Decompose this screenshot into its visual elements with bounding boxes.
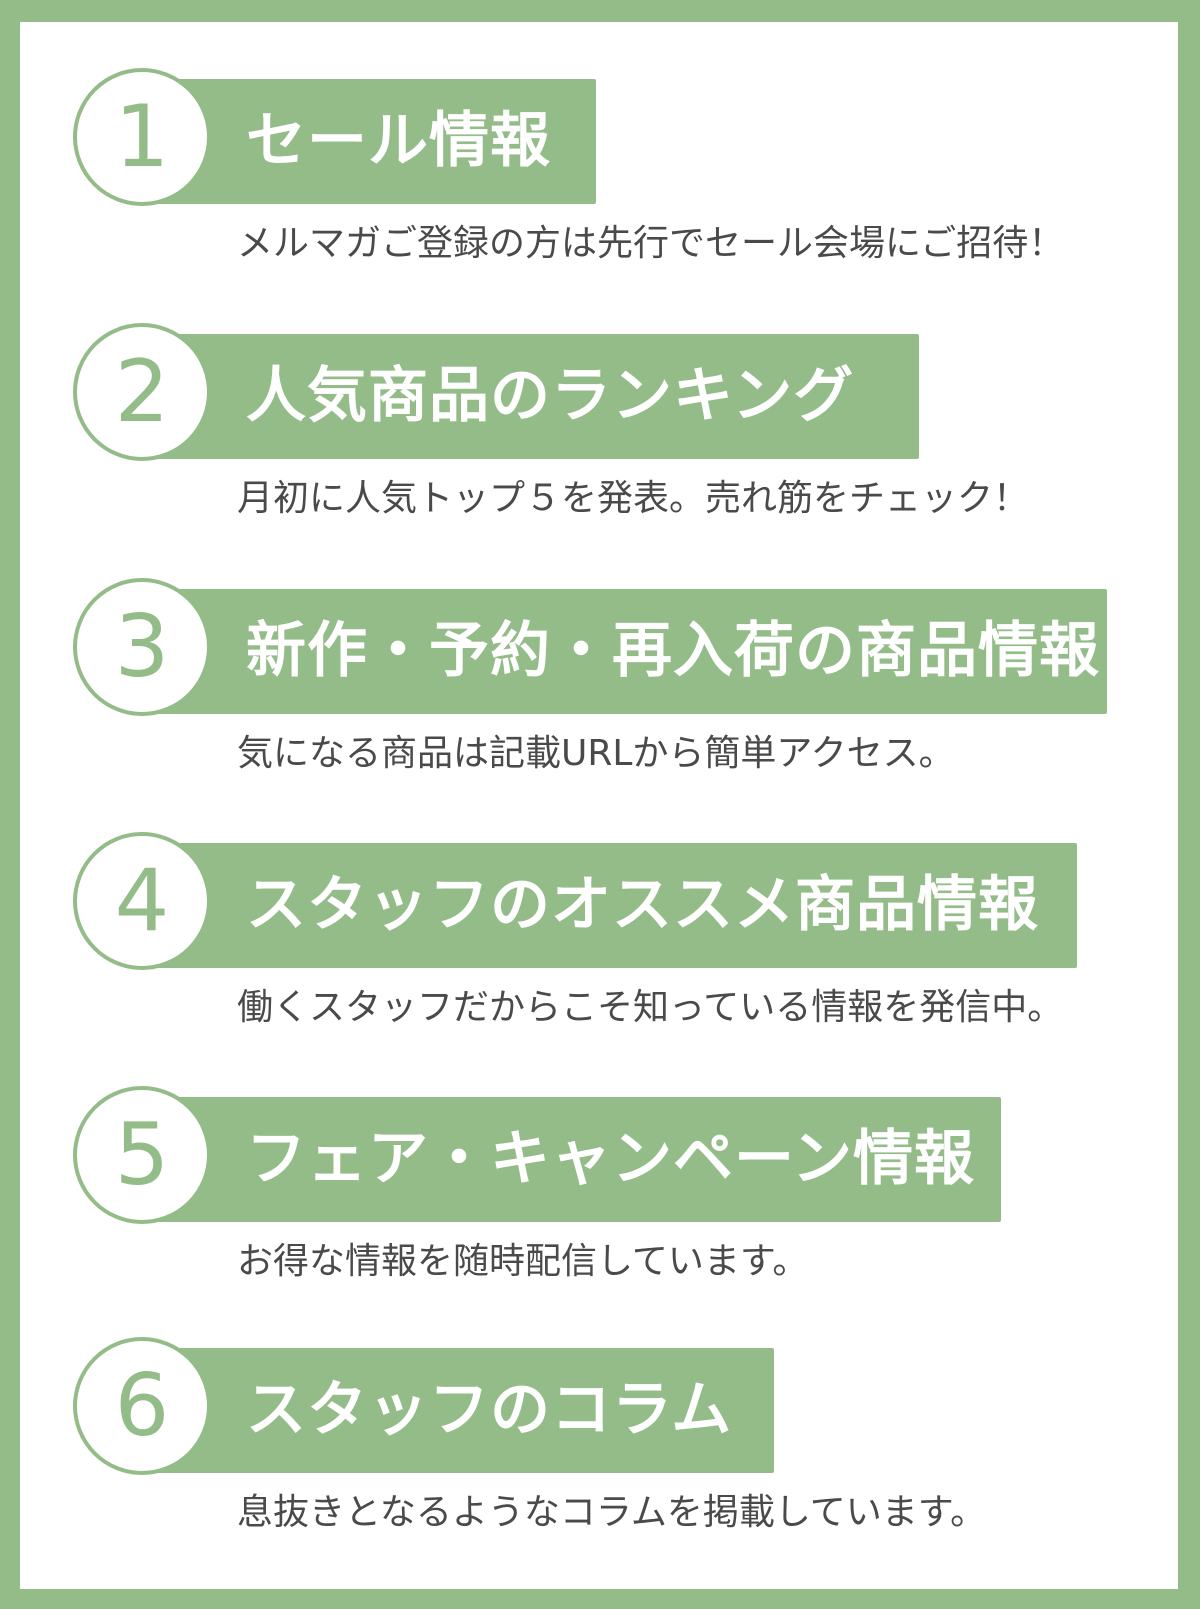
feature-number: 1: [114, 87, 170, 187]
feature-title: セール情報: [246, 106, 551, 176]
feature-description: お得な情報を随時配信しています。: [237, 1241, 809, 1282]
feature-number-badge: 4: [73, 832, 211, 970]
feature-title: スタッフのオススメ商品情報: [246, 870, 1039, 940]
feature-item-ranking: 人気商品のランキング 2 月初に人気トップ５を発表。売れ筋をチェック！: [0, 323, 1200, 523]
feature-description: メルマガご登録の方は先行でセール会場にご招待！: [237, 223, 1065, 264]
feature-title-banner: 新作・予約・再入荷の商品情報: [140, 589, 1107, 714]
feature-title-banner: スタッフのコラム: [140, 1348, 774, 1473]
feature-number: 5: [114, 1105, 170, 1205]
feature-number-badge: 6: [73, 1337, 211, 1475]
feature-item-column: スタッフのコラム 6 息抜きとなるようなコラムを掲載しています。: [0, 1337, 1200, 1537]
feature-description: 気になる商品は記載URLから簡単アクセス。: [237, 733, 955, 774]
feature-item-staff-picks: スタッフのオススメ商品情報 4 働くスタッフだからこそ知っている情報を発信中。: [0, 832, 1200, 1032]
feature-title: 新作・予約・再入荷の商品情報: [246, 616, 1100, 686]
feature-number-badge: 1: [73, 68, 211, 206]
feature-item-sale: セール情報 1 メルマガご登録の方は先行でセール会場にご招待！: [0, 68, 1200, 268]
feature-description: 月初に人気トップ５を発表。売れ筋をチェック！: [237, 478, 1030, 519]
feature-title-banner: スタッフのオススメ商品情報: [140, 843, 1077, 968]
feature-item-new-products: 新作・予約・再入荷の商品情報 3 気になる商品は記載URLから簡単アクセス。: [0, 578, 1200, 778]
feature-number: 3: [114, 597, 170, 697]
feature-title: フェア・キャンペーン情報: [246, 1124, 975, 1194]
feature-number: 4: [114, 851, 170, 951]
feature-title-banner: セール情報: [140, 79, 596, 204]
feature-number-badge: 5: [73, 1086, 211, 1224]
feature-item-campaign: フェア・キャンペーン情報 5 お得な情報を随時配信しています。: [0, 1086, 1200, 1286]
feature-number-badge: 2: [73, 323, 211, 461]
feature-number-badge: 3: [73, 578, 211, 716]
feature-title: スタッフのコラム: [246, 1375, 733, 1445]
feature-title-banner: 人気商品のランキング: [140, 334, 919, 459]
feature-number: 6: [114, 1356, 170, 1456]
feature-title: 人気商品のランキング: [246, 361, 855, 431]
feature-title-banner: フェア・キャンペーン情報: [140, 1097, 1001, 1222]
feature-description: 働くスタッフだからこそ知っている情報を発信中。: [237, 987, 1064, 1028]
feature-number: 2: [114, 342, 170, 442]
feature-description: 息抜きとなるようなコラムを掲載しています。: [237, 1492, 987, 1533]
